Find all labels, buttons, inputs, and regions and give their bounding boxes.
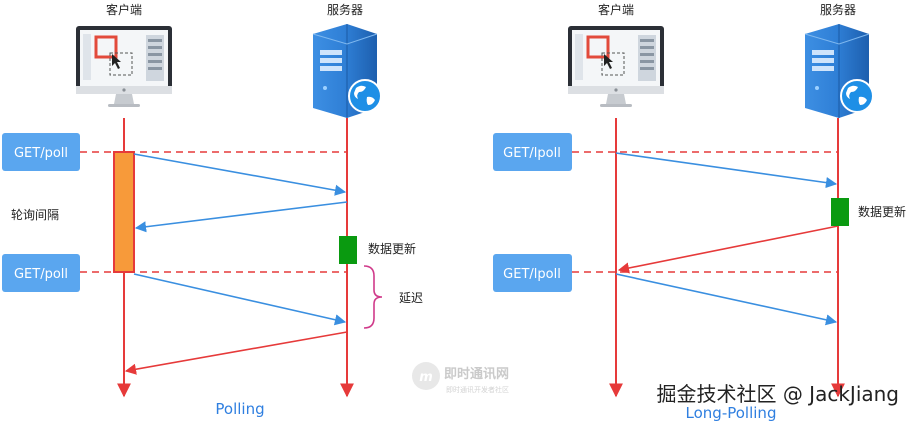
request-arrow-lp-1 bbox=[615, 152, 838, 189]
long-polling-panel: 客户端 服务器 bbox=[493, 2, 906, 422]
server-header: 服务器 bbox=[327, 2, 363, 17]
data-update-box bbox=[339, 236, 357, 264]
request-label-2: GET/poll bbox=[14, 267, 68, 282]
response-arrow-2 bbox=[124, 331, 348, 375]
server-globe-icon bbox=[312, 24, 382, 118]
request-label-box-lp-2: GET/lpoll bbox=[493, 254, 572, 292]
data-update-label-lp: 数据更新 bbox=[858, 204, 906, 219]
server-header-lp: 服务器 bbox=[820, 2, 856, 17]
request-arrow-2 bbox=[133, 273, 347, 326]
interval-label: 轮询间隔 bbox=[11, 208, 59, 222]
delay-label: 延迟 bbox=[399, 291, 423, 305]
request-arrow-1 bbox=[133, 153, 347, 196]
watermark: m 即时通讯网 即时通讯开发者社区 bbox=[412, 362, 509, 394]
monitor-icon bbox=[76, 26, 172, 107]
request-label-lp-1: GET/lpoll bbox=[503, 146, 561, 161]
long-polling-title: Long-Polling bbox=[686, 404, 777, 422]
svg-text:m: m bbox=[419, 370, 433, 385]
delay-brace bbox=[363, 265, 383, 329]
response-arrow-1 bbox=[134, 201, 348, 233]
polling-panel: 客户端 服务器 bbox=[2, 2, 423, 418]
response-arrow-lp-1 bbox=[617, 225, 839, 274]
request-label-box-1: GET/poll bbox=[2, 133, 80, 171]
credit-text: 掘金技术社区 @ JackJiang bbox=[656, 382, 899, 406]
request-arrow-lp-2 bbox=[615, 273, 838, 326]
data-update-label: 数据更新 bbox=[368, 241, 416, 256]
interval-bar bbox=[113, 151, 135, 273]
client-header-lp: 客户端 bbox=[598, 2, 634, 17]
monitor-icon bbox=[568, 26, 664, 107]
watermark-sub-text: 即时通讯开发者社区 bbox=[446, 385, 509, 394]
polling-title: Polling bbox=[215, 400, 264, 418]
data-update-box-lp bbox=[831, 198, 849, 226]
watermark-logo-icon bbox=[412, 362, 440, 390]
watermark-main-text: 即时通讯网 bbox=[444, 366, 509, 382]
request-label-box-2: GET/poll bbox=[2, 254, 80, 292]
request-label-1: GET/poll bbox=[14, 146, 68, 161]
client-header: 客户端 bbox=[106, 2, 142, 17]
request-label-lp-2: GET/lpoll bbox=[503, 267, 561, 282]
server-globe-icon bbox=[804, 24, 874, 118]
request-label-box-lp-1: GET/lpoll bbox=[493, 133, 572, 171]
